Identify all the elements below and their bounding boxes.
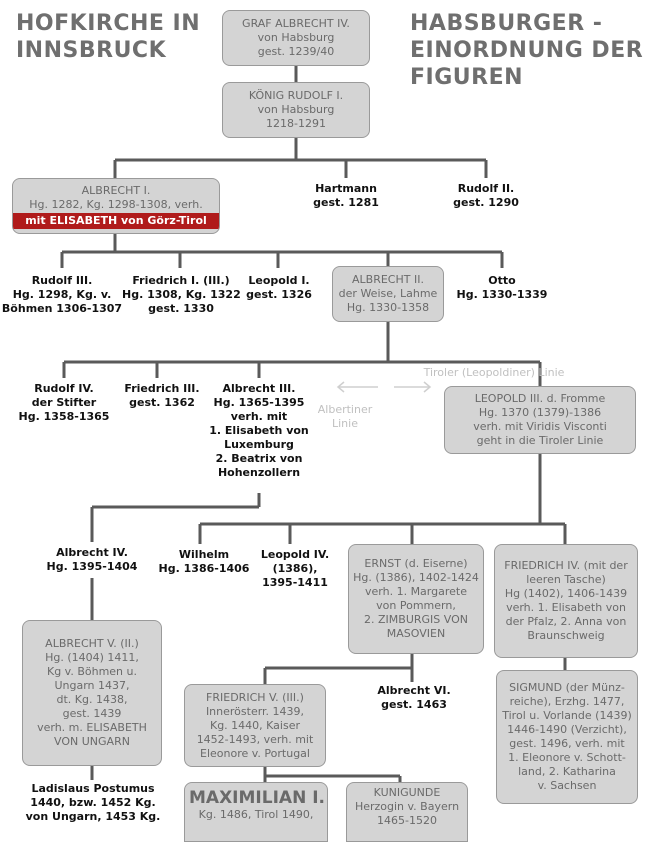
node-kunigunde: KUNIGUNDE Herzogin v. Bayern 1465-1520 — [346, 782, 468, 842]
node-albrecht-v: ALBRECHT V. (II.) Hg. (1404) 1411, Kg v.… — [22, 620, 162, 766]
node-friedrich-iii: Friedrich III. gest. 1362 — [124, 382, 200, 409]
node-line: von Habsburg — [257, 31, 335, 44]
node-line: 1452-1493, verh. mit — [196, 732, 314, 746]
node-albrecht-iii: Albrecht III. Hg. 1365-1395 verh. mit 1.… — [209, 382, 309, 479]
node-line: VON UNGARN — [54, 735, 130, 748]
node-line: verh. m. ELISABETH — [37, 721, 147, 734]
node-line: von Pommern, — [376, 599, 456, 612]
node-line: leeren Tasche) — [526, 573, 606, 586]
node-name: SIGMUND (der Münz- — [509, 681, 625, 694]
node-line: 1465-1520 — [377, 814, 437, 827]
node-line: gest. 1439 — [62, 707, 122, 720]
node-sigmund: SIGMUND (der Münz- reiche), Erzhg. 1477,… — [496, 670, 638, 804]
node-line: der Pfalz, 2. Anna von — [505, 615, 627, 628]
node-name: LEOPOLD III. d. Fromme — [474, 392, 606, 405]
node-friedrich-i: Friedrich I. (III.) Hg. 1308, Kg. 1322 g… — [122, 274, 241, 315]
label-albertiner-linie: Albertiner Linie — [317, 403, 373, 430]
highlight-elisabeth: mit ELISABETH von Görz-Tirol — [13, 212, 219, 229]
node-line: Kg. 1486, Tirol 1490, — [198, 808, 314, 821]
node-line: gest. 1496, verh. mit — [509, 737, 625, 750]
node-line: Hg. 1330-1358 — [346, 301, 430, 314]
title-habsburger: HABSBURGER - EINORDNUNG DER FIGUREN — [410, 11, 644, 90]
node-line: Herzogin v. Bayern — [354, 800, 460, 813]
node-rudolf-iv: Rudolf IV. der Stifter Hg. 1358-1365 — [18, 382, 110, 423]
node-line: 1218-1291 — [266, 117, 326, 130]
node-leopold-iv: Leopold IV. (1386), 1395-1411 — [260, 548, 330, 589]
node-line: 1446-1490 (Verzicht), — [507, 723, 627, 736]
node-name: ERNST (d. Eiserne) — [364, 557, 468, 570]
node-albrecht-i: ALBRECHT I. Hg. 1282, Kg. 1298-1308, ver… — [12, 178, 220, 234]
node-line: geht in die Tiroler Linie — [476, 434, 604, 447]
node-line: verh. 1. Elisabeth von — [506, 601, 626, 614]
node-albrecht-ii: ALBRECHT II. der Weise, Lahme Hg. 1330-1… — [332, 266, 444, 322]
node-name: ALBRECHT I. — [81, 183, 151, 197]
title-hofkirche: HOFKIRCHE IN INNSBRUCK — [16, 11, 201, 63]
node-line: Eleonore v. Portugal — [200, 746, 310, 760]
node-line: dt. Kg. 1438, — [56, 693, 128, 706]
node-hartmann: Hartmann gest. 1281 — [313, 182, 379, 209]
node-line: reiche), Erzhg. 1477, — [509, 695, 625, 708]
node-friedrich-iv: FRIEDRICH IV. (mit der leeren Tasche) Hg… — [494, 544, 638, 658]
node-line: land, 2. Katharina — [518, 765, 616, 778]
node-line: Hg. 1282, Kg. 1298-1308, verh. — [29, 197, 203, 211]
linie-arrows — [336, 381, 432, 393]
node-line: MASOVIEN — [386, 627, 446, 640]
node-line: Hg. (1404) 1411, — [45, 651, 139, 664]
node-ladislaus: Ladislaus Postumus 1440, bzw. 1452 Kg. v… — [25, 782, 161, 823]
node-graf-albrecht: GRAF ALBRECHT IV. von Habsburg gest. 123… — [222, 10, 370, 66]
node-otto: Otto Hg. 1330-1339 — [456, 274, 548, 301]
label-tiroler-linie: Tiroler (Leopoldiner) Linie — [423, 366, 565, 379]
node-albrecht-iv: Albrecht IV. Hg. 1395-1404 — [46, 546, 138, 573]
node-line: Braunschweig — [527, 629, 605, 642]
node-rudolf-iii: Rudolf III. Hg. 1298, Kg. v. Böhmen 1306… — [1, 274, 123, 315]
node-name: FRIEDRICH V. (III.) — [206, 690, 304, 704]
node-wilhelm: Wilhelm Hg. 1386-1406 — [158, 548, 250, 575]
node-line: Innerösterr. 1439, — [205, 704, 305, 718]
node-leopold-i: Leopold I. gest. 1326 — [246, 274, 312, 301]
node-line: v. Sachsen — [537, 779, 597, 792]
node-maximilian: MAXIMILIAN I. Kg. 1486, Tirol 1490, — [184, 782, 328, 842]
node-line: Kg v. Böhmen u. — [46, 665, 137, 678]
node-name: GRAF ALBRECHT IV. — [242, 17, 350, 30]
node-name: MAXIMILIAN I. — [189, 788, 325, 808]
node-line: Tirol u. Vorlande (1439) — [502, 709, 632, 722]
node-line: verh. 1. Margarete — [365, 585, 467, 598]
node-name: KÖNIG RUDOLF I. — [248, 89, 344, 102]
node-line: Hg. (1386), 1402-1424 — [353, 571, 479, 584]
node-ernst: ERNST (d. Eiserne) Hg. (1386), 1402-1424… — [348, 544, 484, 654]
node-name: KUNIGUNDE — [373, 786, 441, 799]
node-line: gest. 1239/40 — [257, 45, 335, 58]
node-name: FRIEDRICH IV. (mit der — [504, 559, 628, 572]
node-line: Ungarn 1437, — [54, 679, 130, 692]
node-rudolf-ii: Rudolf II. gest. 1290 — [453, 182, 519, 209]
node-line: der Weise, Lahme — [338, 287, 438, 300]
node-line: Kg. 1440, Kaiser — [209, 718, 300, 732]
node-line: von Habsburg — [257, 103, 335, 116]
node-leopold-iii: LEOPOLD III. d. Fromme Hg. 1370 (1379)-1… — [444, 386, 636, 454]
node-name: ALBRECHT II. — [352, 273, 424, 286]
node-line: Hg (1402), 1406-1439 — [504, 587, 628, 600]
node-line: verh. mit Viridis Visconti — [473, 420, 607, 433]
node-name: ALBRECHT V. (II.) — [45, 637, 139, 650]
node-line: Hg. 1370 (1379)-1386 — [478, 406, 602, 419]
node-albrecht-vi: Albrecht VI. gest. 1463 — [377, 684, 451, 711]
node-friedrich-v: FRIEDRICH V. (III.) Innerösterr. 1439, K… — [184, 684, 326, 767]
node-line: 1. Eleonore v. Schott- — [508, 751, 626, 764]
node-koenig-rudolf: KÖNIG RUDOLF I. von Habsburg 1218-1291 — [222, 82, 370, 138]
node-line: 2. ZIMBURGIS VON — [364, 613, 468, 626]
